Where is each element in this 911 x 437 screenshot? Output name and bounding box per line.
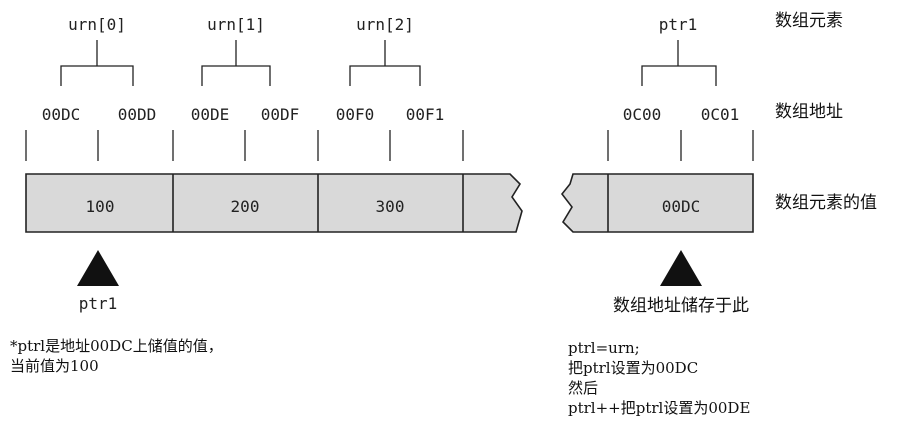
pointer-marker-triangle-left — [77, 250, 119, 286]
bracket-urn1 — [201, 40, 271, 86]
right-note-line-3: 然后 — [568, 379, 599, 397]
cell-value-00DC: 00DC — [662, 197, 701, 216]
element-label-urn0: urn[0] — [68, 15, 126, 34]
address-00F1: 00F1 — [406, 105, 445, 124]
pointer-label-ptr1: ptr1 — [659, 15, 698, 34]
row-label-values: 数组元素的值 — [775, 193, 877, 213]
memory-strip-left — [25, 173, 523, 233]
row-label-elements: 数组元素 — [775, 11, 843, 31]
right-note-line-1: ptrl=urn; — [568, 339, 640, 357]
bracket-urn2 — [349, 40, 421, 86]
bracket-ptr1 — [641, 40, 717, 86]
right-note: ptrl=urn; 把ptrl设置为00DC 然后 ptrl++把ptrl设置为… — [568, 338, 750, 418]
left-note: *ptrl是地址00DC上储值的值， 当前值为100 — [10, 336, 223, 376]
address-00DC: 00DC — [42, 105, 81, 124]
pointer-marker-triangle-right — [660, 250, 702, 286]
element-label-urn2: urn[2] — [356, 15, 414, 34]
address-0C01: 0C01 — [701, 105, 740, 124]
address-stored-label: 数组地址储存于此 — [613, 296, 749, 316]
bracket-urn0 — [60, 40, 134, 86]
element-label-urn1: urn[1] — [207, 15, 265, 34]
address-00DD: 00DD — [118, 105, 157, 124]
right-note-line-2: 把ptrl设置为00DC — [568, 359, 699, 377]
address-00F0: 00F0 — [336, 105, 375, 124]
left-note-line-1: *ptrl是地址00DC上储值的值， — [10, 337, 223, 355]
right-note-line-4: ptrl++把ptrl设置为00DE — [568, 399, 751, 417]
address-ticks — [25, 130, 754, 161]
pointer-marker-label: ptr1 — [79, 294, 118, 313]
cell-value-100: 100 — [86, 197, 115, 216]
left-note-line-2: 当前值为100 — [10, 357, 99, 375]
element-brackets — [60, 40, 717, 86]
address-00DF: 00DF — [261, 105, 300, 124]
row-label-addresses: 数组地址 — [775, 102, 843, 122]
address-00DE: 00DE — [191, 105, 230, 124]
cell-value-200: 200 — [231, 197, 260, 216]
memory-strip-right — [560, 173, 754, 233]
address-0C00: 0C00 — [623, 105, 662, 124]
cell-value-300: 300 — [376, 197, 405, 216]
